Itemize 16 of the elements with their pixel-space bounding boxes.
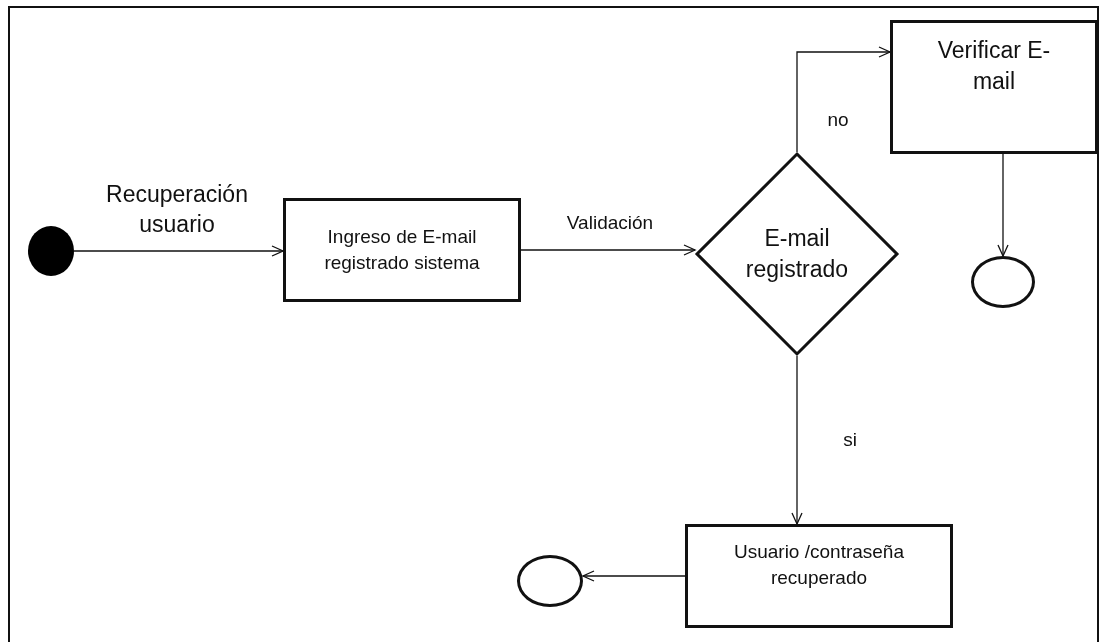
arrow — [520, 244, 696, 256]
activity-box — [283, 198, 521, 302]
arrow — [791, 355, 803, 525]
node-label: Usuario /contraseña recuperado — [732, 540, 905, 590]
node-label: Ingreso de E-mail registrado sistema — [323, 225, 481, 275]
activity-box — [685, 524, 953, 628]
arrow — [73, 245, 284, 257]
end-node — [971, 256, 1035, 308]
arrow — [796, 46, 891, 153]
node-label: E-mail registrado — [744, 223, 850, 284]
node-label: Verificar E-mail — [936, 36, 1052, 97]
start-node — [28, 226, 74, 276]
decision-diamond — [695, 152, 899, 356]
activity-box — [890, 20, 1098, 154]
arrow — [582, 570, 686, 582]
arrow — [997, 153, 1009, 257]
